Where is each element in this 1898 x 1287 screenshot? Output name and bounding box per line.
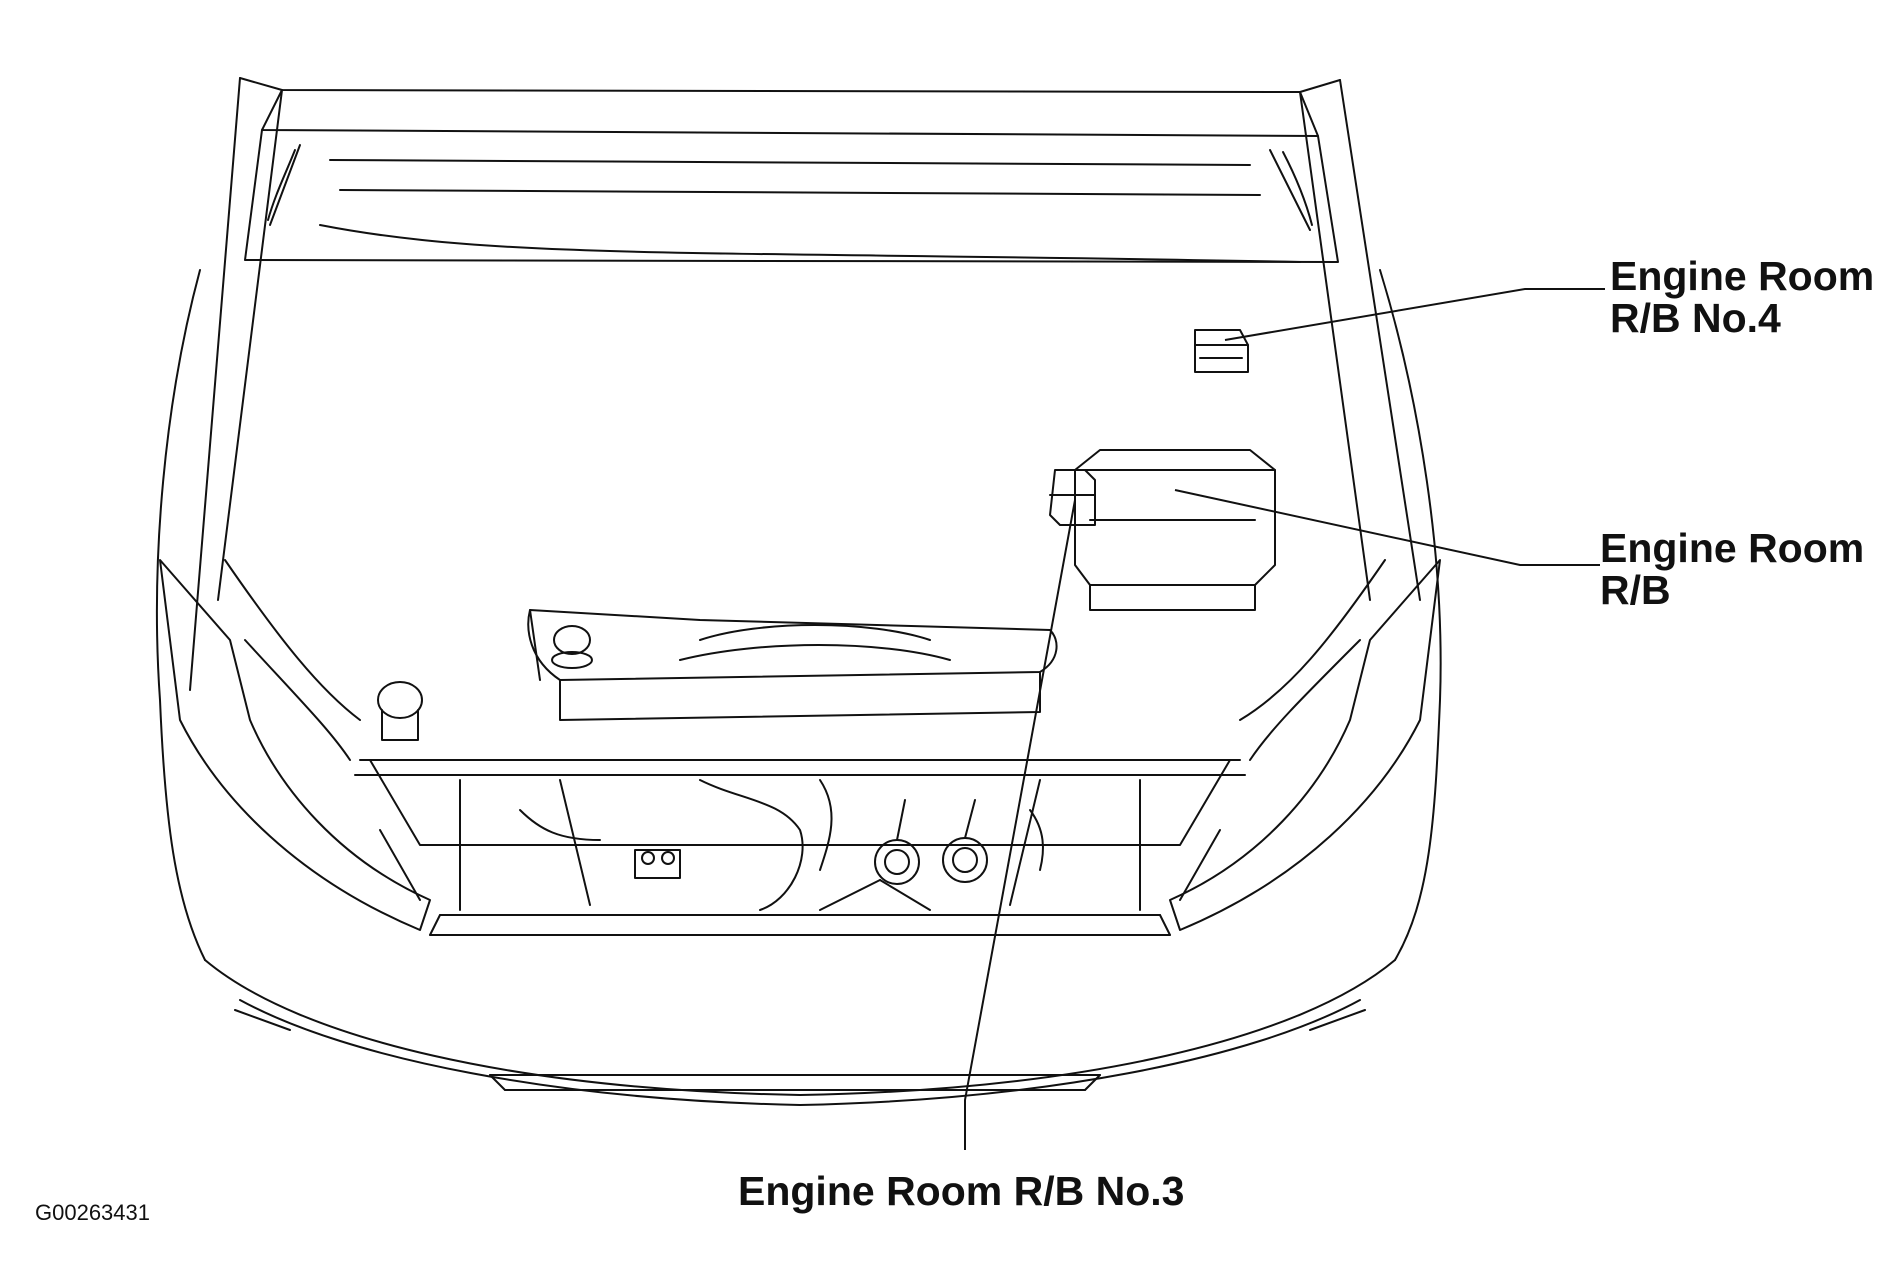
front-bumper bbox=[204, 959, 1396, 1106]
label-rb-main-line2: R/B bbox=[1600, 567, 1671, 613]
relay-block-main bbox=[1074, 449, 1276, 611]
relay-block-no4 bbox=[1194, 329, 1249, 373]
figure-id: G00263431 bbox=[35, 1200, 150, 1225]
leader-rb-no3 bbox=[964, 499, 1076, 1150]
label-rb-no4-line1: Engine Room bbox=[1610, 253, 1875, 299]
hood-outline bbox=[189, 77, 1421, 691]
body-outline bbox=[155, 269, 1442, 961]
label-rb-no4-line2: R/B No.4 bbox=[1610, 295, 1781, 341]
relay-block-no3 bbox=[1049, 469, 1096, 526]
label-rb-main-line1: Engine Room bbox=[1600, 525, 1865, 571]
label-engine-room-rb-no3: Engine Room R/B No.3 bbox=[738, 1170, 1184, 1212]
radiator-support bbox=[354, 759, 1246, 936]
engine-components bbox=[377, 609, 1058, 911]
label-engine-room-rb-no4: Engine Room R/B No.4 bbox=[1610, 255, 1874, 339]
leader-rb-no4 bbox=[1224, 288, 1605, 341]
vehicle-line-drawing bbox=[155, 77, 1442, 1106]
leader-rb-main bbox=[1174, 489, 1600, 566]
leader-lines bbox=[964, 288, 1605, 1150]
headlights bbox=[159, 559, 1441, 931]
label-rb-no3-text: Engine Room R/B No.3 bbox=[738, 1168, 1185, 1214]
label-engine-room-rb: Engine Room R/B bbox=[1600, 527, 1864, 611]
